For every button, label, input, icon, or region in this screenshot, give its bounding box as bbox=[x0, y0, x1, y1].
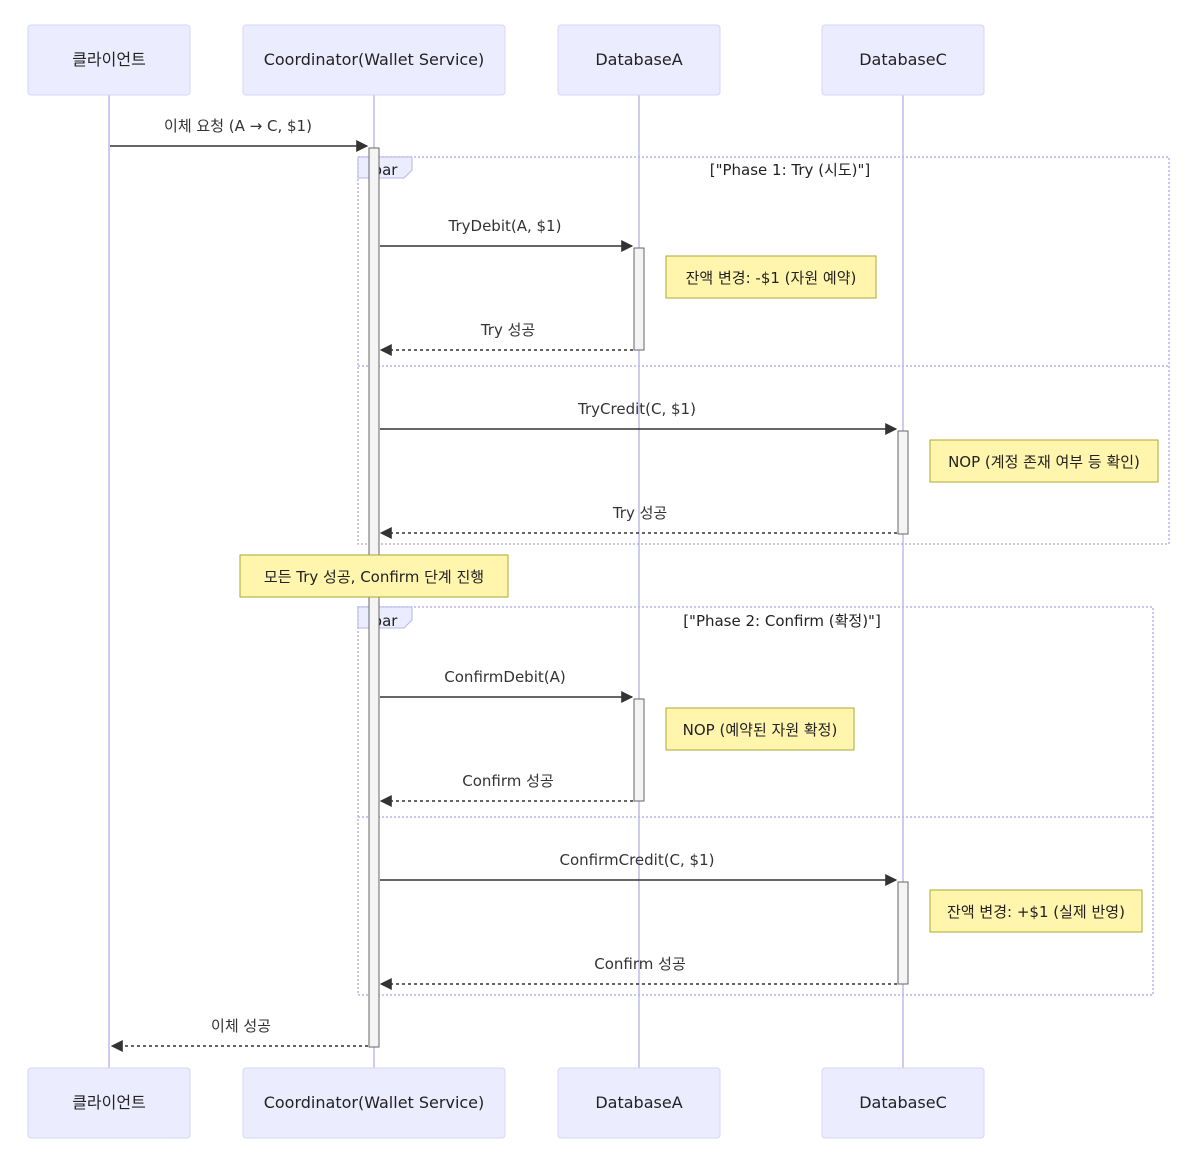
activation-db-a-confirm bbox=[633, 698, 645, 802]
note-balance-change-a: 잔액 변경: -$1 (자원 예약) bbox=[665, 255, 877, 299]
svg-text:클라이언트: 클라이언트 bbox=[72, 50, 146, 69]
svg-text:DatabaseA: DatabaseA bbox=[595, 1093, 682, 1112]
message-confirm-success-c-label: Confirm 성공 bbox=[594, 955, 686, 973]
svg-text:NOP (계정 존재 여부 등 확인): NOP (계정 존재 여부 등 확인) bbox=[948, 453, 1140, 471]
message-confirm-success-a-label: Confirm 성공 bbox=[462, 772, 554, 790]
actor-client-bottom: 클라이언트 bbox=[27, 1067, 191, 1139]
svg-text:모든 Try 성공, Confirm 단계 진행: 모든 Try 성공, Confirm 단계 진행 bbox=[264, 568, 484, 586]
message-confirm-success-c: Confirm 성공 bbox=[379, 955, 897, 990]
note-all-try-success: 모든 Try 성공, Confirm 단계 진행 bbox=[239, 554, 509, 598]
actor-coordinator-bottom: Coordinator(Wallet Service) bbox=[242, 1067, 506, 1139]
svg-text:잔액 변경: -$1 (자원 예약): 잔액 변경: -$1 (자원 예약) bbox=[686, 269, 857, 287]
actor-db-c-bottom: DatabaseC bbox=[821, 1067, 985, 1139]
message-transfer-success: 이체 성공 bbox=[110, 1017, 368, 1052]
note-nop-check: NOP (계정 존재 여부 등 확인) bbox=[929, 439, 1159, 483]
activation-db-a-try bbox=[633, 247, 645, 351]
phase1-condition: ["Phase 1: Try (시도)"] bbox=[710, 161, 871, 179]
actor-db-a-top: DatabaseA bbox=[557, 24, 721, 96]
svg-text:NOP (예약된 자원 확정): NOP (예약된 자원 확정) bbox=[683, 721, 838, 739]
message-try-success-c: Try 성공 bbox=[379, 504, 897, 539]
phase1-par-frame: par ["Phase 1: Try (시도)"] bbox=[357, 156, 1170, 545]
phase2-par-frame: par ["Phase 2: Confirm (확정)"] bbox=[357, 606, 1154, 996]
message-try-credit-label: TryCredit(C, $1) bbox=[577, 400, 696, 418]
svg-text:잔액 변경: +$1 (실제 반영): 잔액 변경: +$1 (실제 반영) bbox=[947, 903, 1125, 921]
message-confirm-credit: ConfirmCredit(C, $1) bbox=[380, 851, 898, 886]
message-confirm-debit-label: ConfirmDebit(A) bbox=[444, 668, 565, 686]
svg-text:Coordinator(Wallet Service): Coordinator(Wallet Service) bbox=[264, 1093, 485, 1112]
message-try-debit-label: TryDebit(A, $1) bbox=[448, 217, 562, 235]
svg-text:Coordinator(Wallet Service): Coordinator(Wallet Service) bbox=[264, 50, 485, 69]
svg-text:DatabaseC: DatabaseC bbox=[859, 50, 947, 69]
note-nop-confirm: NOP (예약된 자원 확정) bbox=[665, 707, 855, 751]
svg-text:DatabaseA: DatabaseA bbox=[595, 50, 682, 69]
message-try-success-c-label: Try 성공 bbox=[612, 504, 667, 522]
actor-db-a-bottom: DatabaseA bbox=[557, 1067, 721, 1139]
message-try-debit: TryDebit(A, $1) bbox=[380, 217, 634, 252]
message-transfer-request-label: 이체 요청 (A → C, $1) bbox=[164, 117, 312, 135]
activation-db-c-try bbox=[897, 430, 909, 535]
actor-coordinator-top: Coordinator(Wallet Service) bbox=[242, 24, 506, 96]
message-confirm-success-a: Confirm 성공 bbox=[379, 772, 633, 807]
message-confirm-credit-label: ConfirmCredit(C, $1) bbox=[559, 851, 714, 869]
svg-text:클라이언트: 클라이언트 bbox=[72, 1093, 146, 1112]
actor-client-top: 클라이언트 bbox=[27, 24, 191, 96]
message-try-credit: TryCredit(C, $1) bbox=[380, 400, 898, 435]
svg-text:DatabaseC: DatabaseC bbox=[859, 1093, 947, 1112]
message-try-success-a-label: Try 성공 bbox=[480, 321, 535, 339]
phase2-condition: ["Phase 2: Confirm (확정)"] bbox=[683, 612, 881, 630]
message-transfer-request: 이체 요청 (A → C, $1) bbox=[110, 117, 369, 152]
activation-db-c-confirm bbox=[897, 881, 909, 985]
message-confirm-debit: ConfirmDebit(A) bbox=[380, 668, 634, 703]
note-balance-change-c: 잔액 변경: +$1 (실제 반영) bbox=[929, 889, 1143, 933]
message-transfer-success-label: 이체 성공 bbox=[211, 1017, 271, 1035]
actor-db-c-top: DatabaseC bbox=[821, 24, 985, 96]
message-try-success-a: Try 성공 bbox=[379, 321, 633, 356]
